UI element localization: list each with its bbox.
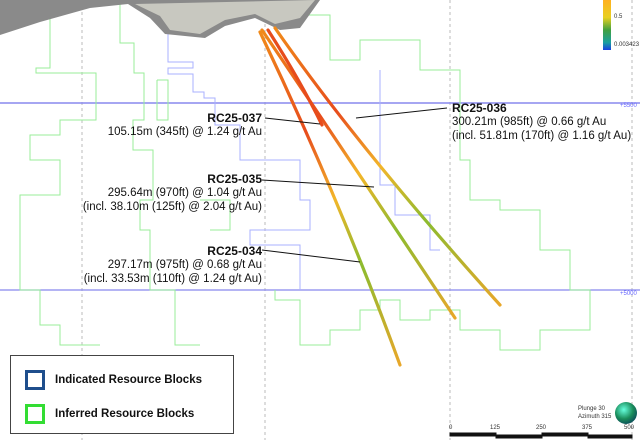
elevation-label-upper: +5500	[620, 103, 637, 109]
legend-item-inferred: Inferred Resource Blocks	[25, 404, 194, 424]
drillhole-trace-036	[273, 26, 502, 307]
label-leaders	[261, 107, 448, 263]
color-scale-mid: 0.5	[614, 14, 623, 20]
drillhole-trace-034	[258, 30, 402, 367]
plunge-label: Plunge 30	[578, 406, 606, 412]
scale-tick-250: 250	[536, 425, 547, 431]
indicated-block-outline	[379, 70, 440, 251]
indicated-swatch-icon	[25, 370, 45, 390]
inferred-block-outlines	[19, 0, 591, 351]
scale-tick-125: 125	[490, 425, 501, 431]
azimuth-label: Azimuth 315	[578, 414, 612, 420]
legend-item-indicated: Indicated Resource Blocks	[25, 370, 202, 390]
indicated-block-outline	[167, 30, 311, 290]
scale-tick-375: 375	[582, 425, 593, 431]
scale-tick-0: 0	[449, 425, 453, 431]
orientation-globe-icon	[615, 402, 637, 424]
color-scale-min: 0.003423	[614, 42, 640, 48]
color-scale-bar	[603, 0, 611, 50]
elevation-label-lower: +5000	[620, 291, 637, 297]
legend: Indicated Resource Blocks Inferred Resou…	[10, 355, 234, 434]
drillhole-trace-037	[266, 28, 324, 127]
inferred-swatch-icon	[25, 404, 45, 424]
drill-traces	[258, 26, 502, 367]
drillhole-trace-035	[260, 28, 457, 320]
legend-label: Indicated Resource Blocks	[55, 374, 202, 386]
legend-label: Inferred Resource Blocks	[55, 408, 195, 420]
scale-bar	[449, 432, 633, 439]
scale-tick-500: 500	[624, 425, 635, 431]
